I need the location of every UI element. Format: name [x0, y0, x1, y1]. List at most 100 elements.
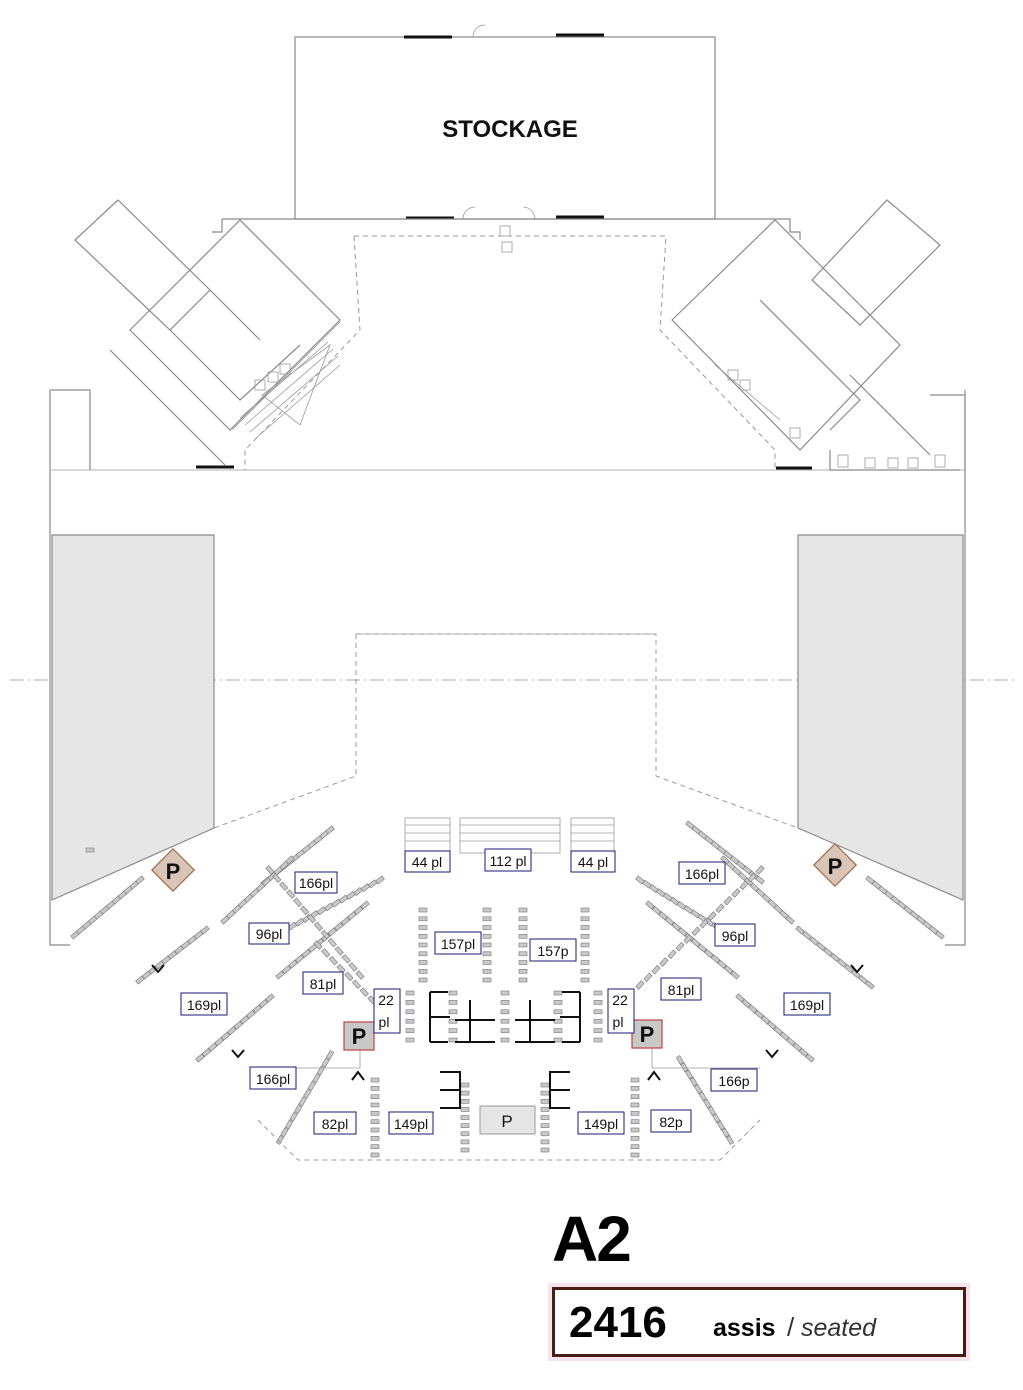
- label-inner-right: 81pl: [660, 977, 702, 1001]
- seat-center-left: [482, 977, 492, 983]
- seat-right-wing: [773, 1026, 783, 1036]
- seat-lower-right: [721, 1127, 730, 1138]
- seat-inner-right: [643, 972, 653, 983]
- svg-text:166pl: 166pl: [256, 1071, 290, 1087]
- seat-box-row: [593, 1028, 603, 1033]
- seat-box-row: [405, 1018, 415, 1024]
- seat-lower-right: [689, 1076, 698, 1087]
- section-labels: 44 pl 112 pl 44 pl 166pl 166pl 96pl 96pl…: [180, 848, 831, 1135]
- seat-bottom-right: [630, 1086, 640, 1091]
- svg-text:P: P: [501, 1112, 512, 1131]
- seat-center-left: [418, 977, 428, 983]
- right-annex: [671, 199, 960, 471]
- seat-right-wing: [798, 1047, 809, 1058]
- seat-upper-left: [348, 962, 358, 972]
- seat-left-wing: [195, 1053, 205, 1063]
- seat-inner-right: [645, 900, 655, 910]
- seat-inner-right: [677, 927, 688, 937]
- seat-center-left: [482, 960, 492, 965]
- seat-bottom-left: [370, 1094, 380, 1099]
- seat-upper-left: [306, 913, 317, 924]
- svg-text:44 pl: 44 pl: [412, 854, 442, 870]
- seat-bottom-right: [630, 1144, 640, 1149]
- seat-inner-left: [359, 987, 369, 997]
- seat-left-wing: [200, 925, 210, 935]
- parking-center-left: P: [343, 1021, 375, 1051]
- seat-box-row: [553, 990, 563, 996]
- floor-plan: STOCKAGE: [10, 24, 1015, 1161]
- seat-right-wing: [858, 974, 868, 985]
- seat-inner-right: [710, 954, 721, 964]
- seat-box-row: [405, 990, 415, 996]
- seat-inner-right: [717, 959, 727, 969]
- seat-center-left: [418, 907, 428, 913]
- seat-center-left: [482, 951, 492, 957]
- seat-right-wing: [837, 958, 847, 968]
- svg-text:P: P: [828, 854, 843, 879]
- seat-mid-left: [285, 855, 295, 865]
- capacity-word-fr: assis: [713, 1314, 776, 1342]
- seat-upper-left: [327, 937, 337, 948]
- seat-inner-right: [747, 872, 757, 883]
- seat-mid-right: [785, 915, 795, 925]
- label-lower-wing-right: 166p: [710, 1068, 758, 1092]
- svg-text:pl: pl: [379, 1014, 390, 1030]
- seat-inner-left: [344, 971, 354, 982]
- seat-right-wing: [802, 930, 812, 941]
- svg-text:149pl: 149pl: [584, 1116, 618, 1132]
- seat-inner-left: [334, 921, 344, 932]
- seat-bottom-left: [370, 1102, 380, 1108]
- seat-lower-right: [712, 1113, 721, 1124]
- seat-bottom-left: [460, 1131, 470, 1137]
- seat-upper-left: [293, 897, 303, 908]
- arrow-right-upper: [850, 964, 864, 974]
- seat-bottom-left: [460, 1139, 470, 1145]
- seat-inner-right: [658, 911, 668, 921]
- arrow-up-left: [351, 1070, 365, 1081]
- seat-upper-right: [755, 875, 765, 885]
- seat-right-wing: [844, 963, 854, 974]
- seat-right-wing: [823, 947, 833, 957]
- seat-inner-right: [699, 918, 709, 929]
- seat-upper-left: [286, 889, 296, 899]
- seat-center-right: [518, 968, 528, 974]
- seat-inner-left: [353, 905, 364, 915]
- seat-center-left: [482, 968, 492, 974]
- seat-center-right: [580, 951, 590, 957]
- seat-box-row: [500, 1028, 510, 1033]
- seat-inner-left: [321, 948, 331, 958]
- seat-bottom-left: [370, 1086, 380, 1091]
- seat-inner-right: [651, 964, 661, 975]
- parking-upper-right: P: [812, 842, 858, 888]
- seat-inner-right: [739, 880, 749, 891]
- seat-center-right: [580, 933, 590, 939]
- seat-inner-right: [659, 957, 669, 967]
- seat-center-right: [518, 933, 528, 939]
- seat-lower-right: [716, 1120, 726, 1131]
- svg-text:81pl: 81pl: [668, 982, 694, 998]
- seat-misc: [85, 847, 95, 853]
- seat-inner-right: [675, 941, 685, 952]
- seat-center-right: [518, 925, 528, 930]
- svg-text:22: 22: [612, 992, 628, 1008]
- seat-center-left: [482, 933, 492, 939]
- seat-inner-right: [723, 895, 733, 906]
- seat-box-row: [593, 1018, 603, 1024]
- seat-bottom-right: [630, 1119, 640, 1124]
- seat-center-right: [580, 907, 590, 913]
- seat-box-row: [593, 990, 603, 996]
- seat-lower-left: [284, 1119, 294, 1130]
- label-bottom-right: 149pl: [577, 1111, 625, 1135]
- label-wing-right: 169pl: [783, 992, 831, 1016]
- seat-box-row: [405, 1037, 415, 1043]
- label-mid-right: 96pl: [714, 923, 756, 947]
- arrow-left-upper: [151, 964, 165, 974]
- svg-text:P: P: [640, 1022, 655, 1047]
- seat-lower-right: [707, 1106, 716, 1116]
- seat-right-wing: [760, 1015, 771, 1025]
- seat-inner-left: [352, 979, 362, 990]
- label-upper-left: 166pl: [294, 871, 338, 894]
- parking-upper-left: P: [150, 847, 196, 893]
- seat-right-wing: [865, 980, 875, 990]
